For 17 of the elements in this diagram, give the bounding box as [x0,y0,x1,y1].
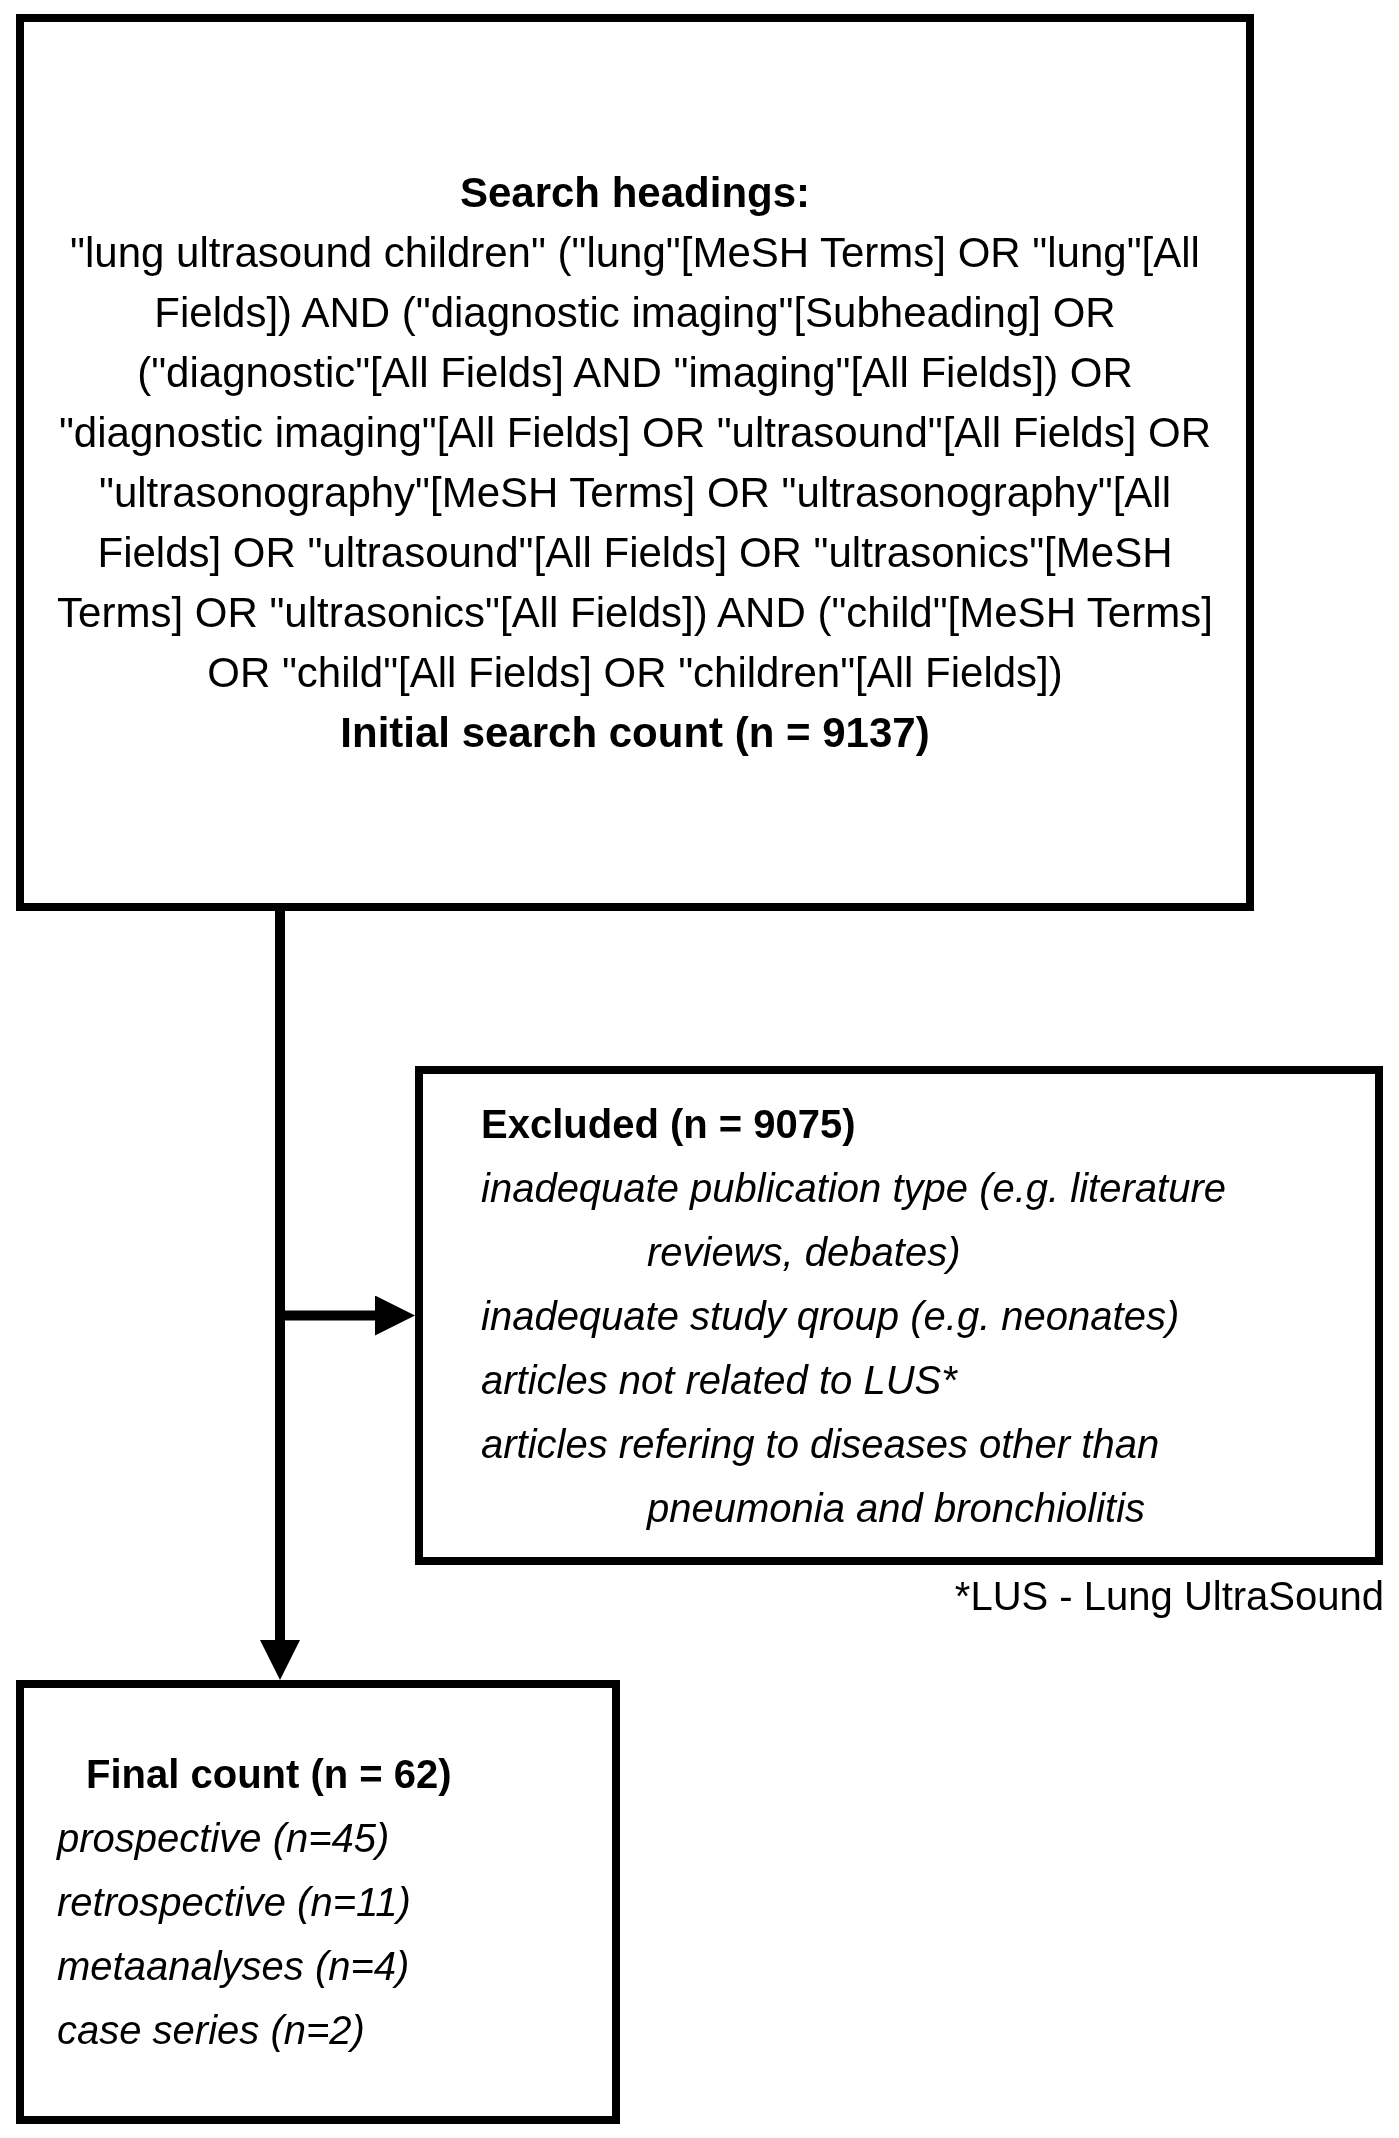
count-text: Initial search count (n = 9137) [339,707,931,758]
exclusion-item: articles refering to diseases other than pneumonia and bronchiolitis [481,1420,1161,1532]
box-heading: Excluded (n = 9075) [481,1100,857,1148]
search-query: "lung ultrasound children" ("lung"[MeSH Terms] OR "lung"[All Fields]) AND ("diagnostic imaging"[Subheading] OR ("diagnostic"[All Fields] AND "imaging"[All Fields]) OR "diagnostic imaging"[All Fields] OR "ultrasound"[All Fields] OR "ultrasonography"[MeSH Terms] OR "ultrasonography"[All Fields] OR "ultrasound"[All Fields] OR "ultrasonics"[MeSH Terms] OR "ultrasonics"[All Fields]) AND ("child"[MeSH Terms] OR "child"[All Fields] OR "children"[All Fields]) [56,227,1214,698]
exclusion-item: inadequate publication type (e.g. literature reviews, debates) [481,1164,1227,1276]
process-box [16,14,1254,911]
exclusion-item: inadequate study qroup (e.g. neonates) [481,1292,1181,1340]
process-box [415,1066,1383,1565]
exclusion-item: articles not related to LUS* [481,1356,959,1404]
process-box [16,1680,620,2124]
box-heading: Final count (n = 62) [85,1751,453,1798]
study-type-item: prospective (n=45) [57,1815,391,1862]
study-type-item: retrospective (n=11) [57,1879,412,1926]
study-type-item: case series (n=2) [57,2007,366,2054]
footnote: *LUS - Lung UltraSound [954,1574,1384,1619]
study-type-item: metaanalyses (n=4) [57,1943,411,1990]
box-heading: Search headings: [458,167,812,218]
